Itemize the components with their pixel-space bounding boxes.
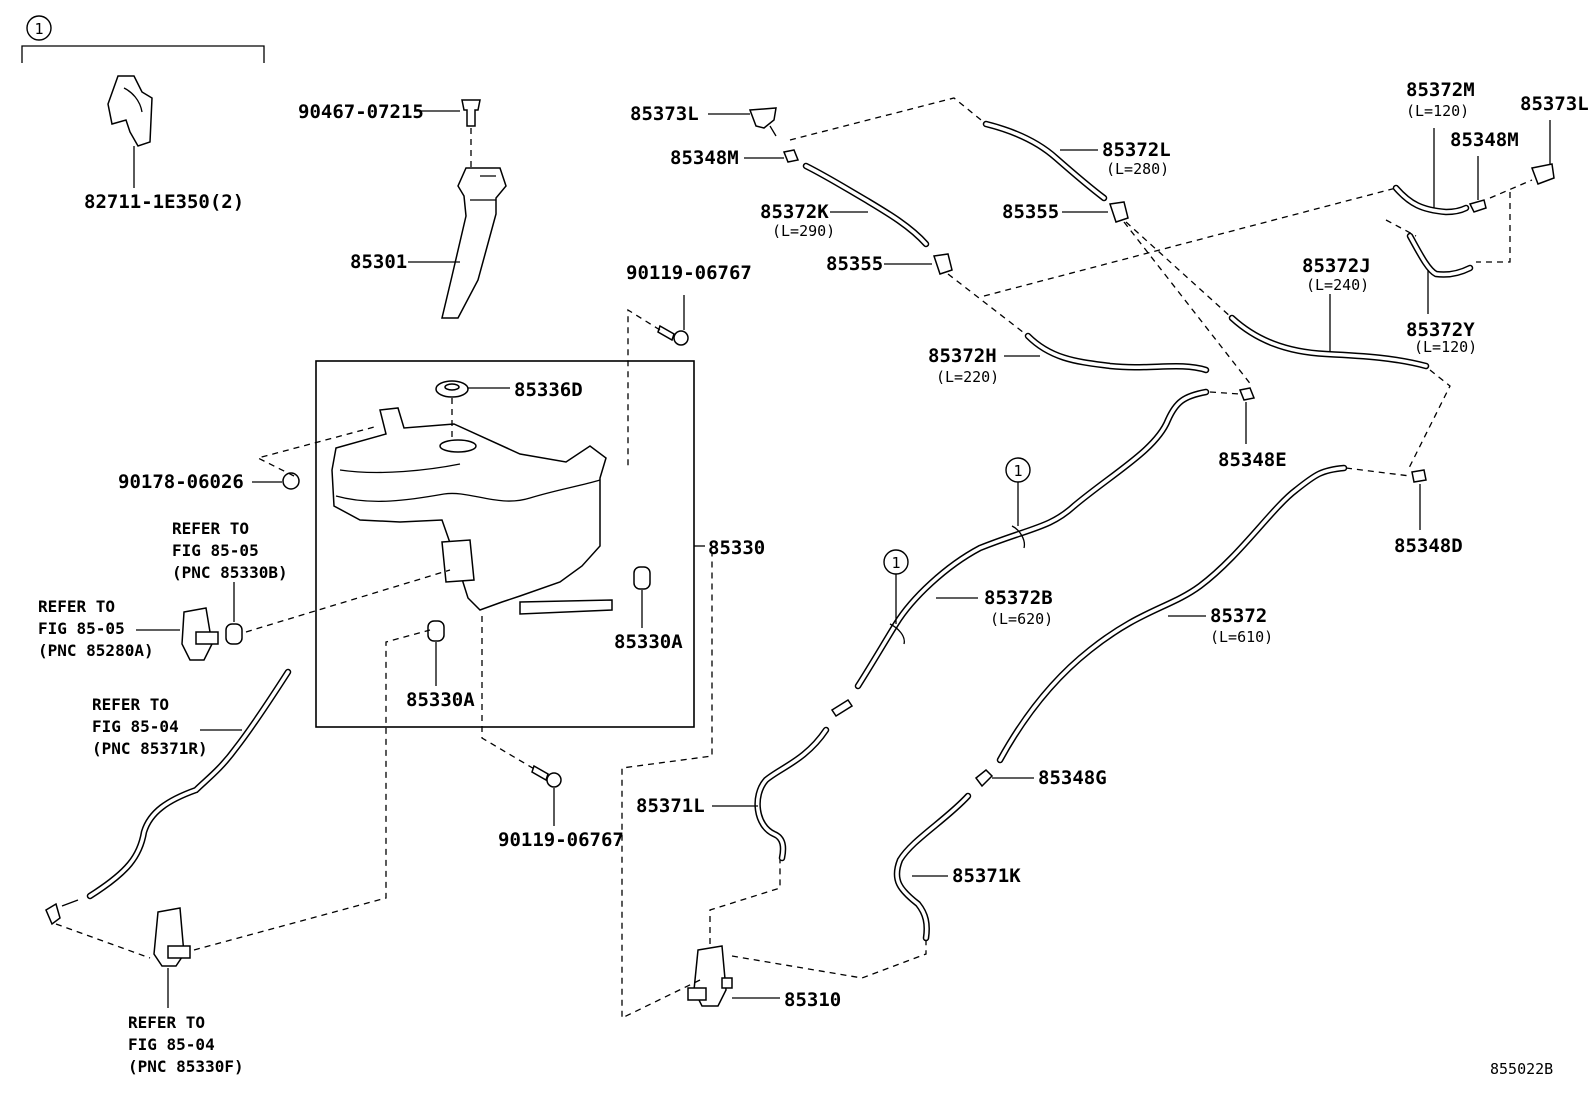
tee-85355-left[interactable] <box>933 253 953 275</box>
part-85372K: 85372K <box>760 201 829 223</box>
len-85372B: (L=620) <box>990 610 1053 628</box>
svg-text:(PNC 85371R): (PNC 85371R) <box>92 739 208 758</box>
svg-text:1: 1 <box>1013 462 1022 480</box>
part-85372J: 85372J <box>1302 255 1371 277</box>
washer-tank-85330[interactable] <box>331 407 613 615</box>
len-85372H: (L=220) <box>936 368 999 386</box>
part-90467-07215: 90467-07215 <box>298 101 424 123</box>
grommet-85330A-right[interactable] <box>633 566 651 590</box>
part-85301: 85301 <box>350 251 407 273</box>
svg-text:REFER TO: REFER TO <box>172 519 249 538</box>
joint-85348E[interactable] <box>1238 387 1256 401</box>
len-85372: (L=610) <box>1210 628 1273 646</box>
svg-text:FIG 85-05: FIG 85-05 <box>172 541 259 560</box>
part-85330: 85330 <box>708 537 765 559</box>
part-85372: 85372 <box>1210 605 1267 627</box>
hose-85372Y[interactable] <box>1406 232 1474 278</box>
svg-text:REFER TO: REFER TO <box>128 1013 205 1032</box>
ref-85280A: REFER TO FIG 85-05 (PNC 85280A) <box>38 597 154 660</box>
part-85355-right: 85355 <box>1002 201 1059 223</box>
hose-85372[interactable] <box>996 464 1348 764</box>
part-85348D: 85348D <box>1394 535 1463 557</box>
hose-85372J[interactable] <box>1228 314 1430 370</box>
ref-85330B: REFER TO FIG 85-05 (PNC 85330B) <box>172 519 288 582</box>
hose-85372M[interactable] <box>1392 184 1470 216</box>
svg-text:(PNC 85330B): (PNC 85330B) <box>172 563 288 582</box>
part-90119-06767-bot: 90119-06767 <box>498 829 624 851</box>
pump-85310[interactable] <box>687 945 733 1007</box>
grommet-85336D[interactable] <box>435 380 469 398</box>
len-85372Y: (L=120) <box>1414 338 1477 356</box>
tank-group-box <box>315 360 695 728</box>
svg-text:REFER TO: REFER TO <box>38 597 115 616</box>
callout-lower: 1 <box>883 549 909 645</box>
bolt-90119-top[interactable] <box>657 324 689 346</box>
part-85330A-right: 85330A <box>614 631 683 653</box>
part-85373L-right: 85373L <box>1520 93 1589 115</box>
bolt-90119-bot[interactable] <box>531 764 562 788</box>
hose-85371R[interactable] <box>86 668 292 900</box>
nozzle-85373L-right[interactable] <box>1530 163 1555 185</box>
part-85348M-right: 85348M <box>1450 129 1519 151</box>
joint-85348M-right[interactable] <box>1468 199 1487 213</box>
part-85371L: 85371L <box>636 795 705 817</box>
svg-text:FIG 85-04: FIG 85-04 <box>128 1035 215 1054</box>
part-85310: 85310 <box>784 989 841 1011</box>
part-85372M: 85372M <box>1406 79 1475 101</box>
part-85330A-left: 85330A <box>406 689 475 711</box>
grommet-85330B[interactable] <box>225 623 243 645</box>
len-85372L: (L=280) <box>1106 160 1169 178</box>
diagram-id: 855022B <box>1490 1060 1553 1078</box>
len-85372K: (L=290) <box>772 222 835 240</box>
hose-85372K[interactable] <box>802 162 930 248</box>
len-85372J: (L=240) <box>1306 276 1369 294</box>
nozzle-85371R[interactable] <box>45 899 79 926</box>
ref-85330F: REFER TO FIG 85-04 (PNC 85330F) <box>128 1013 244 1076</box>
clip-90467[interactable] <box>461 99 481 127</box>
part-82711-1E350: 82711-1E350(2) <box>84 191 244 213</box>
part-85348E: 85348E <box>1218 449 1287 471</box>
svg-text:FIG 85-04: FIG 85-04 <box>92 717 179 736</box>
svg-text:FIG 85-05: FIG 85-05 <box>38 619 125 638</box>
svg-text:(PNC 85330F): (PNC 85330F) <box>128 1057 244 1076</box>
joint-85371L[interactable] <box>830 698 854 718</box>
hose-85372H[interactable] <box>1024 332 1210 374</box>
part-85348M-left: 85348M <box>670 147 739 169</box>
nut-90178[interactable] <box>282 472 300 490</box>
part-85373L-left: 85373L <box>630 103 699 125</box>
part-85372B: 85372B <box>984 587 1053 609</box>
svg-text:(PNC 85280A): (PNC 85280A) <box>38 641 154 660</box>
part-90178-06026: 90178-06026 <box>118 471 244 493</box>
nozzle-85373L-left[interactable] <box>748 107 777 129</box>
part-85348G: 85348G <box>1038 767 1107 789</box>
joint-85348G[interactable] <box>974 768 994 788</box>
hose-85372B[interactable] <box>854 388 1210 690</box>
hose-85372L[interactable] <box>982 120 1108 202</box>
part-85355-left: 85355 <box>826 253 883 275</box>
part-90119-06767-top: 90119-06767 <box>626 262 752 284</box>
svg-text:REFER TO: REFER TO <box>92 695 169 714</box>
hose-85371L[interactable] <box>754 726 830 862</box>
hose-85371K[interactable] <box>893 792 972 942</box>
filler-pipe-85301[interactable] <box>441 167 507 319</box>
kit-bracket: 1 <box>21 15 265 63</box>
part-85371K: 85371K <box>952 865 1021 887</box>
len-85372M: (L=120) <box>1406 102 1469 120</box>
kit-marker: 1 <box>34 20 43 38</box>
part-85372L: 85372L <box>1102 139 1171 161</box>
joint-85348D[interactable] <box>1411 469 1427 483</box>
part-85336D: 85336D <box>514 379 583 401</box>
ref-85371R: REFER TO FIG 85-04 (PNC 85371R) <box>92 695 208 758</box>
part-85372Y: 85372Y <box>1406 319 1475 341</box>
tee-85355-right[interactable] <box>1109 201 1129 223</box>
joint-85348M-left[interactable] <box>782 149 800 163</box>
part-85372H: 85372H <box>928 345 997 367</box>
grommet-85330A-left[interactable] <box>427 620 445 642</box>
clamp-82711[interactable] <box>107 75 153 188</box>
pump-85280A[interactable] <box>181 607 219 661</box>
callout-upper: 1 <box>1005 457 1031 549</box>
pump-85330F[interactable] <box>153 907 191 967</box>
svg-text:1: 1 <box>891 554 900 572</box>
